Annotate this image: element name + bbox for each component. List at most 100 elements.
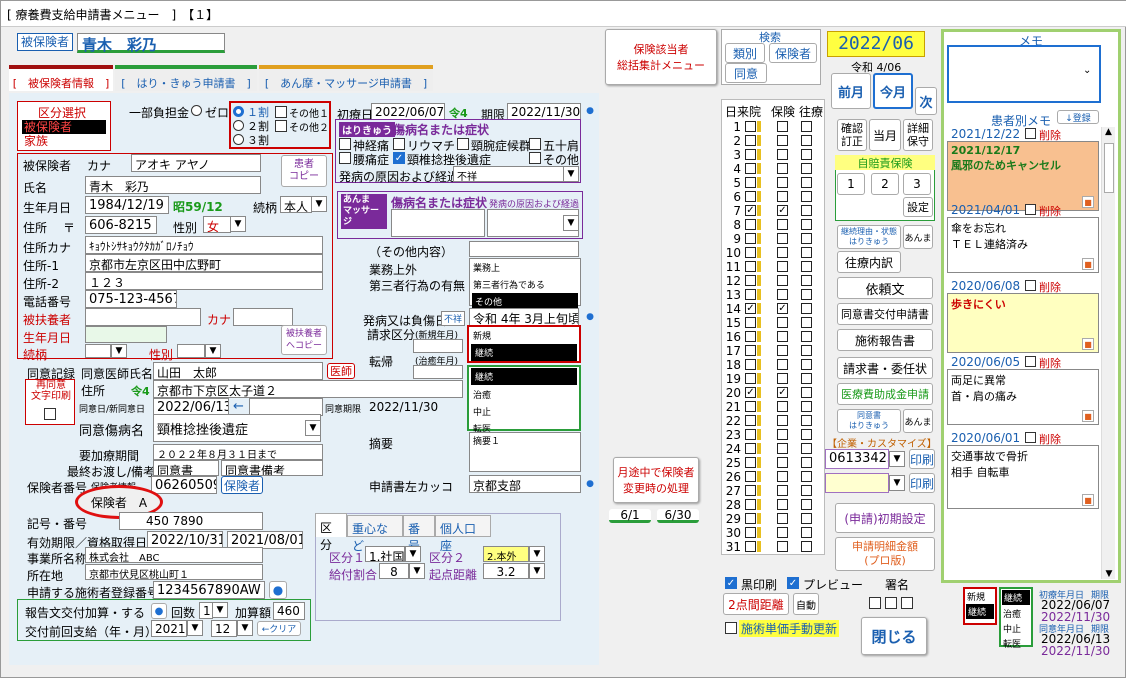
subtab-severe[interactable]: 重心など — [347, 515, 403, 553]
consent-addr-input[interactable]: 京都市下京区太子道２ — [153, 380, 463, 398]
calendar-insured-checkbox[interactable]: ✓ — [777, 205, 788, 216]
code-select[interactable]: 06133425 — [825, 449, 889, 469]
cond-whiplash-checkbox[interactable]: ✓ — [393, 152, 405, 164]
manual-update-checkbox[interactable] — [725, 622, 737, 634]
calendar-visit-checkbox[interactable] — [745, 499, 756, 510]
calendar-visit-checkbox[interactable] — [745, 541, 756, 552]
handover2-input[interactable]: 同意書備考 — [221, 460, 323, 476]
prev-month-dropdown-icon[interactable]: ▼ — [237, 620, 253, 636]
manual-update-label[interactable]: 施術単価手動更新 — [739, 620, 840, 637]
memo-delete-checkbox[interactable] — [1025, 204, 1036, 215]
memo-delete-checkbox[interactable] — [1025, 356, 1036, 367]
calendar-visit-checkbox[interactable] — [745, 429, 756, 440]
dep-kana-input[interactable] — [233, 308, 293, 326]
calendar-visit-checkbox[interactable] — [745, 317, 756, 328]
calendar-visit-checkbox[interactable] — [745, 401, 756, 412]
handover1-input[interactable]: 同意書 — [153, 460, 219, 476]
calendar-visit-checkbox[interactable] — [745, 247, 756, 258]
consent-date-input[interactable]: 2022/06/13 — [153, 398, 229, 416]
memo-scrollbar[interactable]: ▲ ▼ — [1101, 127, 1115, 579]
calendar-house-checkbox[interactable] — [801, 247, 812, 258]
jibaiseki-setting-button[interactable]: 設定 — [903, 197, 933, 217]
claim-newdate-input[interactable] — [413, 339, 463, 353]
postal-input[interactable]: 606-8215 — [85, 216, 157, 234]
current-month-button[interactable]: 今月 — [873, 73, 913, 109]
memo-delete-checkbox[interactable] — [1025, 128, 1036, 139]
calendar-insured-checkbox[interactable] — [777, 275, 788, 286]
add-input[interactable]: 460 — [273, 602, 305, 620]
calendar-insured-checkbox[interactable] — [777, 513, 788, 524]
office-input[interactable]: 株式会社 ABC — [85, 547, 263, 563]
cond-cervico-checkbox[interactable] — [457, 138, 469, 150]
copay-radio-zero[interactable] — [191, 105, 202, 116]
memo-edit-icon[interactable]: ■ — [1082, 196, 1094, 208]
rate-dropdown-icon[interactable]: ▼ — [409, 563, 425, 579]
birth-input[interactable]: 1984/12/19 — [85, 196, 169, 214]
summary-input[interactable]: 摘要１ — [469, 432, 581, 472]
two-point-button[interactable]: 2点間距離 — [723, 593, 789, 615]
calendar-insured-checkbox[interactable] — [777, 345, 788, 356]
request-button[interactable]: 依頼文 — [837, 277, 933, 299]
calendar-house-checkbox[interactable] — [801, 163, 812, 174]
memo-input[interactable] — [947, 45, 1101, 103]
work-item-2[interactable]: その他 — [472, 293, 578, 310]
acquired-input[interactable]: 2021/08/01 — [227, 531, 303, 549]
calendar-house-checkbox[interactable] — [801, 219, 812, 230]
calendar-visit-checkbox[interactable] — [745, 177, 756, 188]
anma2-button[interactable]: あんま — [903, 409, 933, 433]
dep-gender-select[interactable] — [177, 344, 205, 358]
start-select[interactable]: 3.2 — [483, 563, 529, 579]
gender-dropdown-icon[interactable]: ▼ — [230, 216, 246, 232]
calendar-insured-checkbox[interactable] — [777, 443, 788, 454]
copay-radio-2[interactable] — [233, 120, 244, 131]
calendar-house-checkbox[interactable] — [801, 513, 812, 524]
calendar-visit-checkbox[interactable] — [745, 513, 756, 524]
date-start-button[interactable]: 6/1 — [609, 508, 651, 523]
consent-date-arrow-icon[interactable]: ← — [233, 399, 244, 414]
code-dropdown-icon[interactable]: ▼ — [889, 451, 905, 467]
anma-reason-button[interactable]: あんま — [903, 225, 933, 249]
k2-dropdown-icon[interactable]: ▼ — [529, 546, 545, 562]
copay-other2-checkbox[interactable] — [275, 120, 287, 132]
search-consent-button[interactable]: 同意 — [725, 63, 767, 83]
calendar-house-checkbox[interactable] — [801, 275, 812, 286]
cond-neuralgia-checkbox[interactable] — [339, 138, 351, 150]
summary-menu-button[interactable]: 保険該当者 総括集計メニュー — [605, 29, 717, 85]
black-print-checkbox[interactable]: ✓ — [725, 577, 737, 589]
calendar-visit-checkbox[interactable] — [745, 373, 756, 384]
relation-dropdown-icon[interactable]: ▼ — [311, 196, 327, 212]
calendar-house-checkbox[interactable] — [801, 317, 812, 328]
calendar-house-checkbox[interactable] — [801, 177, 812, 188]
consent-request-button[interactable]: 同意書交付申請書 — [837, 303, 933, 325]
calendar-house-checkbox[interactable] — [801, 471, 812, 482]
calendar-visit-checkbox[interactable] — [745, 471, 756, 482]
calendar-visit-checkbox[interactable] — [745, 527, 756, 538]
katakana-input[interactable]: 京都支部 — [469, 475, 581, 493]
required-input[interactable]: ２０２２年８月３１日まで — [153, 444, 323, 460]
cond-lumbago-checkbox[interactable] — [339, 152, 351, 164]
calendar-insured-checkbox[interactable] — [777, 261, 788, 272]
times-input[interactable]: 1 — [199, 602, 213, 619]
this-month-button[interactable]: 当月 — [869, 119, 901, 151]
outcome-item-cure[interactable]: 治癒 — [473, 391, 492, 401]
calendar-visit-checkbox[interactable]: ✓ — [745, 303, 756, 314]
calendar-visit-checkbox[interactable]: ✓ — [745, 205, 756, 216]
sign-checkbox-2[interactable] — [885, 597, 897, 609]
outcome-date-input[interactable] — [413, 365, 463, 379]
dep-birth-input[interactable] — [85, 326, 167, 343]
sign-checkbox-3[interactable] — [901, 597, 913, 609]
calendar-house-checkbox[interactable] — [801, 415, 812, 426]
memo-delete-checkbox[interactable] — [1025, 432, 1036, 443]
copay-radio-1[interactable] — [233, 106, 244, 117]
onset-input[interactable]: 令和 4年 3月上旬頃 — [469, 308, 579, 326]
auto-button[interactable]: 自動 — [793, 593, 819, 615]
date-end-button[interactable]: 6/30 — [657, 508, 699, 523]
times-dropdown-icon[interactable]: ▼ — [212, 602, 228, 618]
calendar-visit-checkbox[interactable] — [745, 275, 756, 286]
tab-insured-info[interactable]: [ 被保険者情報 ] — [9, 65, 113, 91]
calendar-visit-checkbox[interactable] — [745, 163, 756, 174]
category-item-family[interactable]: 家族 — [24, 134, 49, 148]
phone-input[interactable]: 075-123-4567 — [85, 290, 177, 308]
memo-delete-checkbox[interactable] — [1025, 280, 1036, 291]
patient-copy-button[interactable]: 患者 コピー — [281, 155, 327, 187]
